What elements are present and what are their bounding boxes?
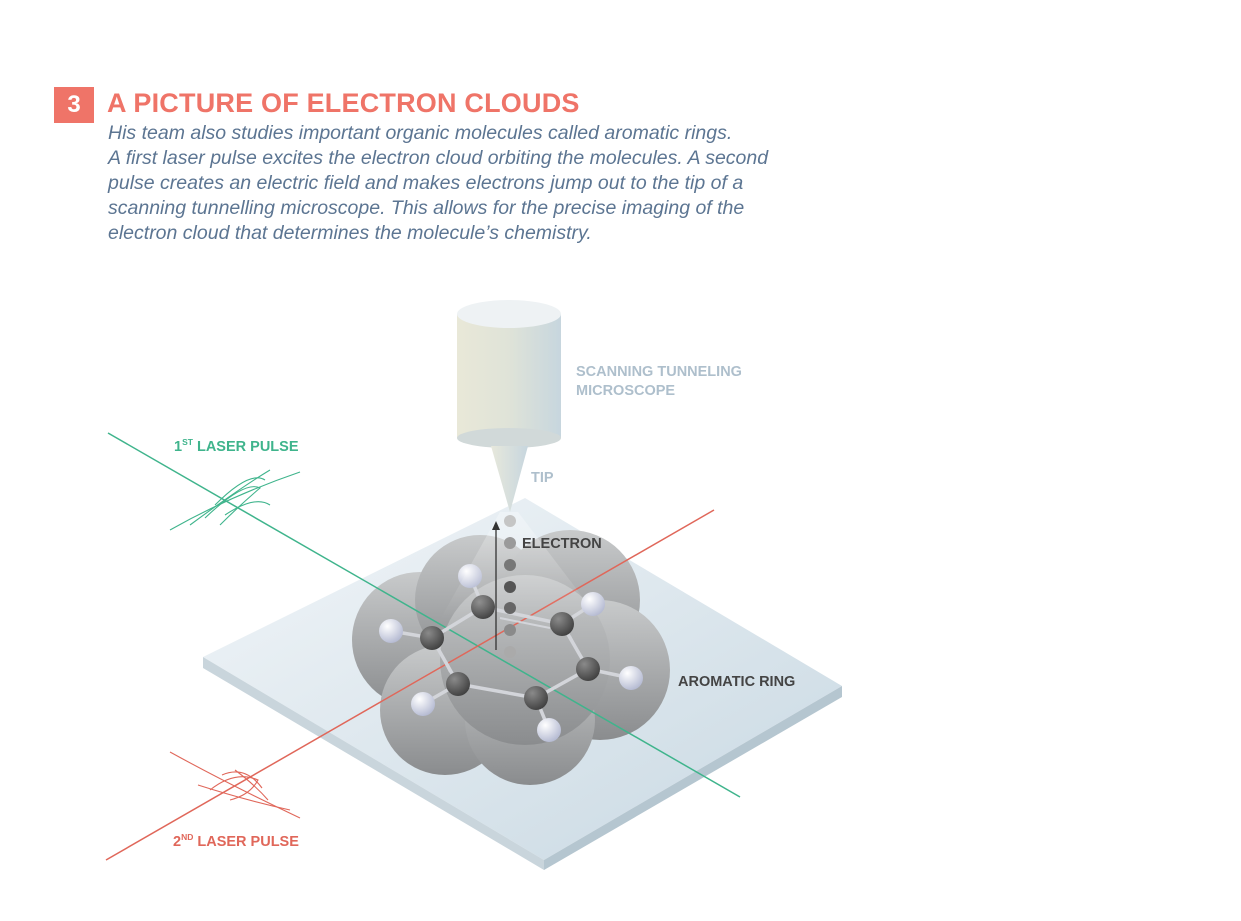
second-laser-pulse-waveform xyxy=(169,751,301,819)
description-line: pulse creates an electric field and make… xyxy=(108,172,744,194)
aromatic-ring-label: AROMATIC RING xyxy=(678,674,795,690)
second-laser-beam xyxy=(105,509,715,861)
first-laser-pulse-label: 1ST LASER PULSE xyxy=(174,437,299,455)
section-description: His team also studies important organic … xyxy=(108,121,908,246)
section-title: A PICTURE OF ELECTRON CLOUDS xyxy=(107,88,580,118)
microscope-tip xyxy=(491,446,528,512)
electron-label: ELECTRON xyxy=(522,536,602,552)
microscope-label-line2: MICROSCOPE xyxy=(576,383,675,399)
scanning-tunneling-microscope xyxy=(457,300,561,512)
electron-path-arrow xyxy=(492,521,500,650)
tunnelling-beam-glow xyxy=(440,512,600,620)
electron-dots xyxy=(504,515,516,658)
description-line: His team also studies important organic … xyxy=(108,122,733,144)
second-laser-pulse-label: 2ND LASER PULSE xyxy=(173,832,299,850)
first-laser-beam xyxy=(107,432,741,798)
step-number-badge: 3 xyxy=(54,87,94,123)
tip-label: TIP xyxy=(531,470,554,486)
description-line: electron cloud that determines the molec… xyxy=(108,222,592,244)
description-line: scanning tunnelling microscope. This all… xyxy=(108,197,745,219)
microscope-label-line1: SCANNING TUNNELING xyxy=(576,364,742,380)
description-line: A first laser pulse excites the electron… xyxy=(108,147,769,169)
first-laser-pulse-waveform xyxy=(169,469,301,531)
